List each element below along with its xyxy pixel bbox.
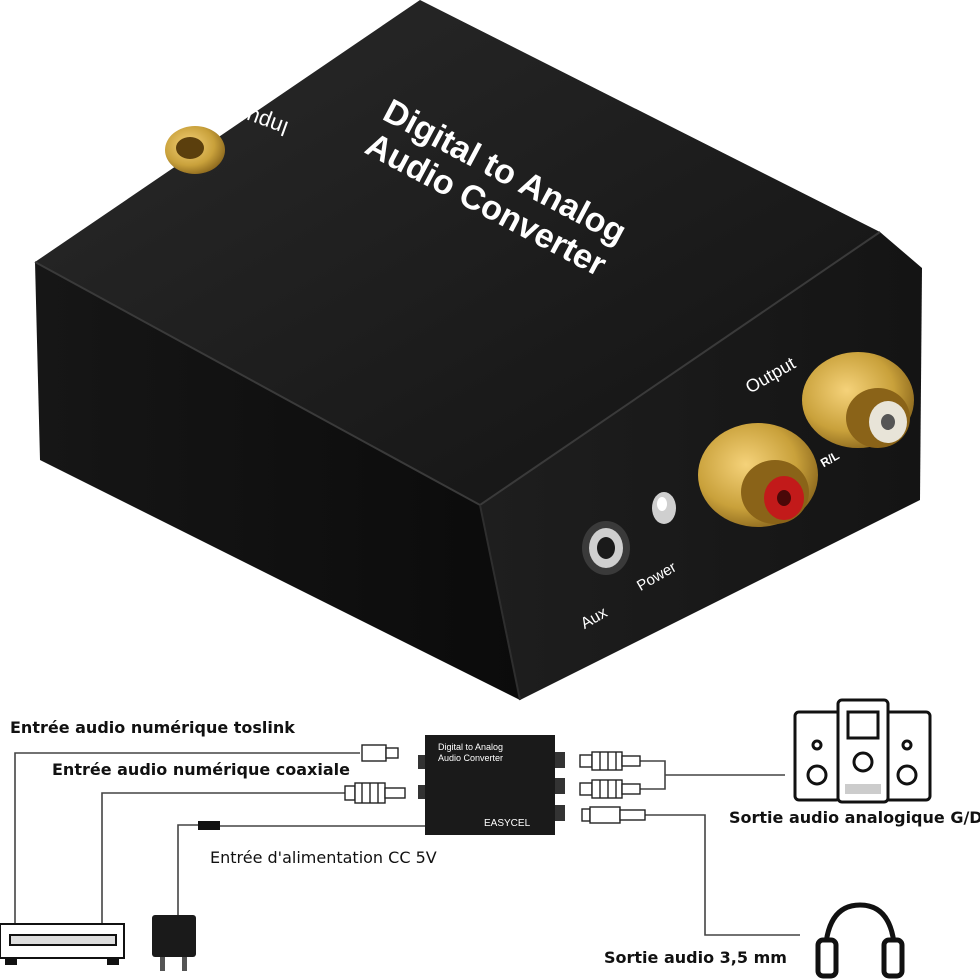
mini-device-brand: EASYCEL: [484, 818, 531, 829]
source-device-icon: [0, 923, 125, 965]
device-front-face: [35, 262, 520, 700]
input-connector: [165, 126, 225, 174]
toslink-plug-icon: [361, 744, 399, 762]
power-adapter-icon: [152, 821, 220, 971]
jack-plug-icon: [581, 806, 646, 824]
rca-white-connector: [802, 352, 914, 448]
power-led: [652, 492, 676, 524]
mini-device-title-line2: Audio Converter: [438, 753, 504, 763]
connection-diagram: [14, 752, 800, 936]
analog-output-label: Sortie audio analogique G/D: [729, 808, 980, 827]
coaxial-plug-icon: [344, 782, 406, 804]
power-input-label: Entrée d'alimentation CC 5V: [210, 848, 437, 867]
coaxial-input-label: Entrée audio numérique coaxiale: [52, 760, 350, 779]
device-top-face: [35, 0, 880, 505]
aux-jack: [582, 521, 630, 575]
rca-red-connector: [698, 423, 818, 527]
converter-device: [34, 0, 922, 701]
toslink-input-label: Entrée audio numérique toslink: [10, 718, 295, 737]
jack-output-label: Sortie audio 3,5 mm: [604, 948, 787, 967]
speakers-icon: [793, 698, 932, 804]
mini-device-title: Digital to Analog Audio Converter: [438, 742, 503, 764]
mini-device-title-line1: Digital to Analog: [438, 742, 504, 752]
headphones-icon: [815, 902, 905, 979]
rca-output-plugs-icon: [579, 751, 641, 799]
mini-converter-device: [418, 735, 565, 835]
